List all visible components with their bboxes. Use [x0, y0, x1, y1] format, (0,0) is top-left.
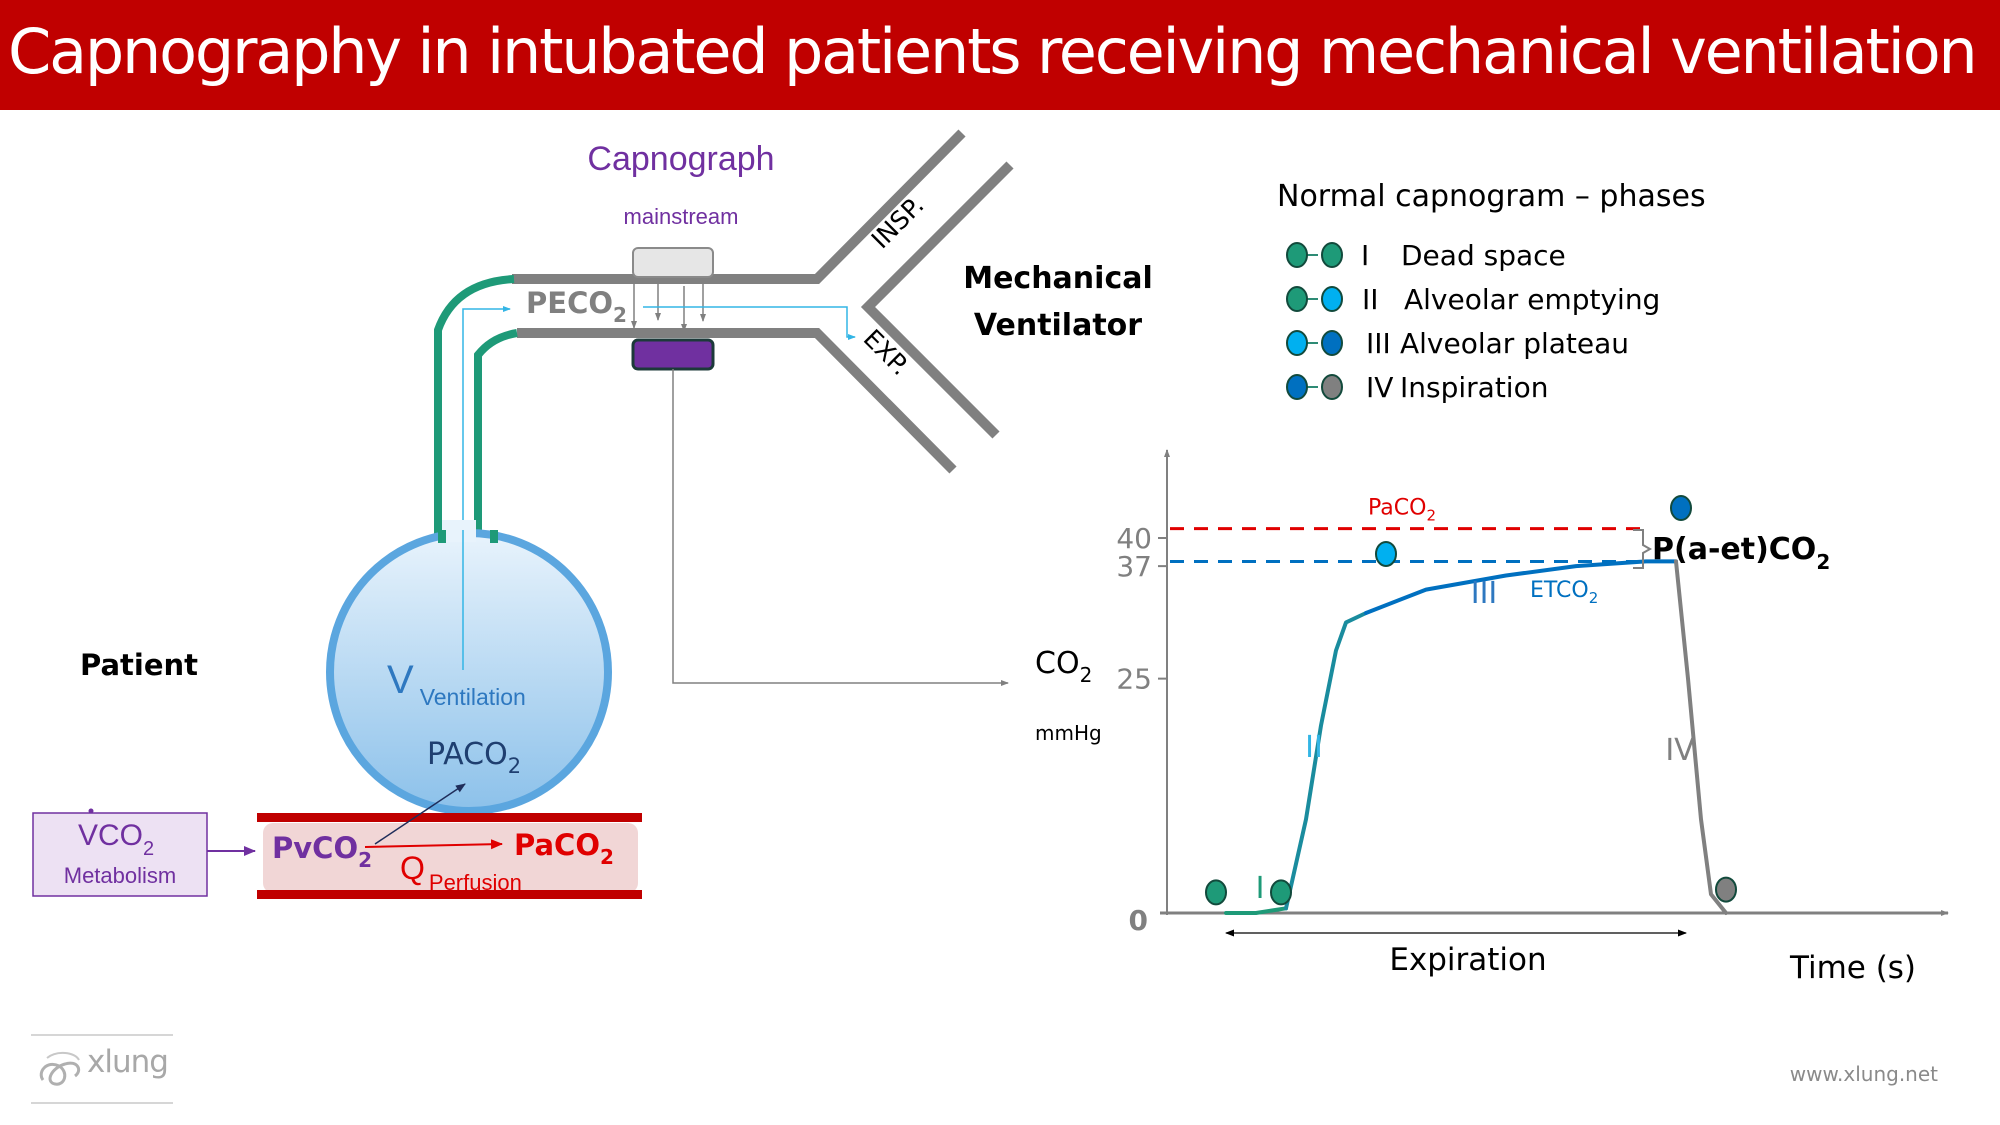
- patient-label: Patient: [80, 648, 198, 682]
- vco2-dot: [88, 808, 94, 814]
- phase-iv-label: IV: [1665, 733, 1695, 768]
- x-axis-label: Time (s): [1789, 950, 1916, 986]
- phase-ii-label: II: [1305, 730, 1323, 765]
- ventilator-label-line2: Ventilator: [974, 308, 1142, 343]
- footer-url[interactable]: www.xlung.net: [1789, 1062, 1938, 1086]
- y-tick-label: 0: [1129, 904, 1148, 937]
- legend-label: Alveolar plateau: [1400, 327, 1629, 360]
- legend-numeral: III: [1366, 327, 1391, 360]
- legend-end-marker-icon: [1321, 330, 1343, 356]
- sensor-window: [632, 247, 714, 278]
- exp-label: EXP.: [858, 324, 915, 381]
- series-ii-line: [1284, 611, 1368, 911]
- legend-end-marker-icon: [1321, 374, 1343, 400]
- metabolism-box: [32, 812, 208, 897]
- paco2-arterial-label: PaCO2: [514, 828, 614, 869]
- xlung-logo: xlung: [31, 1034, 173, 1104]
- xlung-logo-icon: [39, 1052, 81, 1086]
- phase-marker: [1270, 879, 1292, 906]
- signal-line: [672, 369, 1009, 686]
- peco2-label: PECO2: [526, 286, 627, 327]
- legend-item: III Alveolar plateau: [1286, 327, 1629, 360]
- expiration-label: Expiration: [1389, 942, 1546, 978]
- legend-numeral: II: [1362, 283, 1379, 316]
- series-i-line: [1224, 906, 1288, 915]
- series-iii-line: [1364, 559, 1678, 615]
- legend-numeral: IV: [1366, 371, 1393, 404]
- legend-label: Alveolar emptying: [1404, 283, 1660, 316]
- phase-marker: [1670, 495, 1692, 521]
- gradient-label: P(a-et)CO2: [1652, 532, 1830, 574]
- title-bar: Capnography in intubated patients receiv…: [0, 0, 2000, 110]
- paco2-alveolar-label: PACO2: [427, 737, 521, 778]
- flow-arrow-out: [643, 306, 856, 340]
- paco2-reference-label: PaCO2: [1368, 496, 1436, 525]
- mainstream-label: mainstream: [624, 204, 739, 229]
- legend-label: Dead space: [1401, 239, 1566, 272]
- capillary-lumen: [263, 823, 638, 893]
- legend-title: Normal capnogram – phases: [1277, 179, 1706, 214]
- legend-numeral: I: [1361, 239, 1369, 272]
- y-tick-label: 25: [1116, 663, 1152, 696]
- pvco2-label: PvCO2: [272, 831, 372, 872]
- co2-output-label: CO2: [1035, 646, 1092, 687]
- legend-item: I Dead space: [1286, 239, 1566, 272]
- phase-marker: [1375, 540, 1397, 567]
- xlung-logo-text: xlung: [87, 1044, 169, 1080]
- ventilator-label-line1: Mechanical: [963, 261, 1153, 296]
- legend-label: Inspiration: [1400, 371, 1548, 404]
- legend-start-marker-icon: [1286, 330, 1308, 356]
- et-tube-outer: [434, 275, 515, 535]
- capnograph-label: Capnograph: [587, 140, 774, 178]
- phase-i-label: I: [1256, 871, 1265, 906]
- et-tube-inner: [474, 329, 518, 535]
- capnograph-sensor: [631, 338, 715, 371]
- diffusion-arrow: [374, 783, 466, 845]
- legend-end-marker-icon: [1321, 242, 1343, 268]
- page-title: Capnography in intubated patients receiv…: [8, 15, 1978, 88]
- legend-start-marker-icon: [1286, 374, 1308, 400]
- legend-start-marker-icon: [1286, 286, 1308, 312]
- lower-tube-wall: [517, 328, 957, 474]
- gradient-bracket: [1633, 529, 1653, 569]
- y-tick-label: 40: [1116, 522, 1152, 555]
- phase-marker: [1205, 879, 1227, 906]
- phase-iii-label: III: [1471, 576, 1498, 611]
- perfusion-arrow: [364, 839, 503, 850]
- co2-unit-label: mmHg: [1035, 721, 1102, 745]
- vco2-label: VCO2: [78, 819, 154, 860]
- upper-tube-wall: [512, 129, 966, 284]
- phase-marker: [1715, 876, 1737, 903]
- capillary-wall-top: [257, 813, 642, 822]
- y-tick-label: 37: [1116, 550, 1152, 583]
- etco2-label: ETCO2: [1530, 578, 1598, 607]
- metabolism-label: Metabolism: [64, 863, 176, 888]
- y-piece-inner-wall: [860, 161, 1014, 439]
- legend-end-marker-icon: [1321, 286, 1343, 312]
- series-iv-line: [1674, 559, 1728, 915]
- legend-start-marker-icon: [1286, 242, 1308, 268]
- legend-item: II Alveolar emptying: [1286, 283, 1660, 316]
- capillary-wall-bottom: [257, 890, 642, 899]
